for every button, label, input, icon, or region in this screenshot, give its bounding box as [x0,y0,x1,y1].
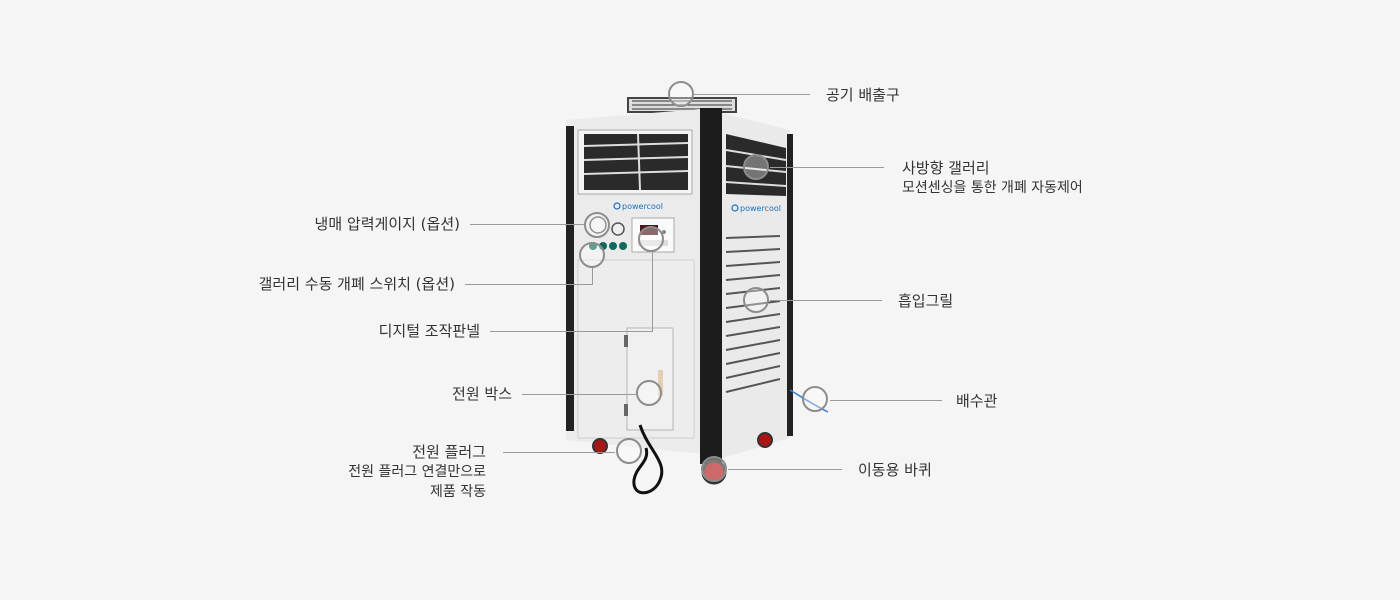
marker-gallery [743,154,769,180]
leader-power-box [522,394,636,395]
callout-plug: 전원 플러그 전원 플러그 연결만으로 제품 작동 [300,442,486,502]
callout-gallery-sub: 모션센싱을 통한 개폐 자동제어 [902,180,1083,196]
brand-logo-front: powercool [622,202,663,211]
leader-digital-panel-v [652,252,653,332]
leader-air-outlet [694,94,810,95]
marker-drain [802,386,828,412]
marker-air-outlet [668,81,694,107]
leader-manual-switch-v [592,268,593,285]
callout-intake-grill: 흡입그릴 [898,292,954,310]
callout-manual-switch: 갤러리 수동 개폐 스위치 (옵션) [258,275,455,293]
leader-wheel [728,469,842,470]
callout-gauge: 냉매 압력게이지 (옵션) [314,215,460,233]
callout-gallery: 사방향 갤러리 모션센싱을 통한 개폐 자동제어 [902,158,1083,198]
leader-digital-panel [490,331,652,332]
marker-gauge [584,212,610,238]
marker-manual-switch [579,242,605,268]
leader-manual-switch [465,284,592,285]
callout-gallery-title: 사방향 갤러리 [902,159,990,177]
callout-drain: 배수관 [956,392,998,410]
callout-plug-sub-1: 전원 플러그 연결만으로 [348,464,486,480]
callout-power-box: 전원 박스 [452,385,512,403]
callout-plug-title: 전원 플러그 [412,443,486,461]
callout-digital-panel: 디지털 조작판넬 [378,322,480,340]
front-face: powercool [566,108,712,495]
leader-gauge [470,224,585,225]
callout-air-outlet: 공기 배출구 [826,86,900,104]
leader-drain [830,400,942,401]
marker-plug [616,438,642,464]
marker-intake-grill [743,287,769,313]
marker-wheel [701,456,727,482]
leader-intake-grill [770,300,882,301]
leader-gallery [770,167,884,168]
callout-wheel: 이동용 바퀴 [858,461,932,479]
leader-plug [503,452,615,453]
brand-logo-side: powercool [740,204,781,213]
marker-power-box [636,380,662,406]
callout-plug-sub-2: 제품 작동 [430,484,486,500]
marker-digital-panel [638,226,664,252]
